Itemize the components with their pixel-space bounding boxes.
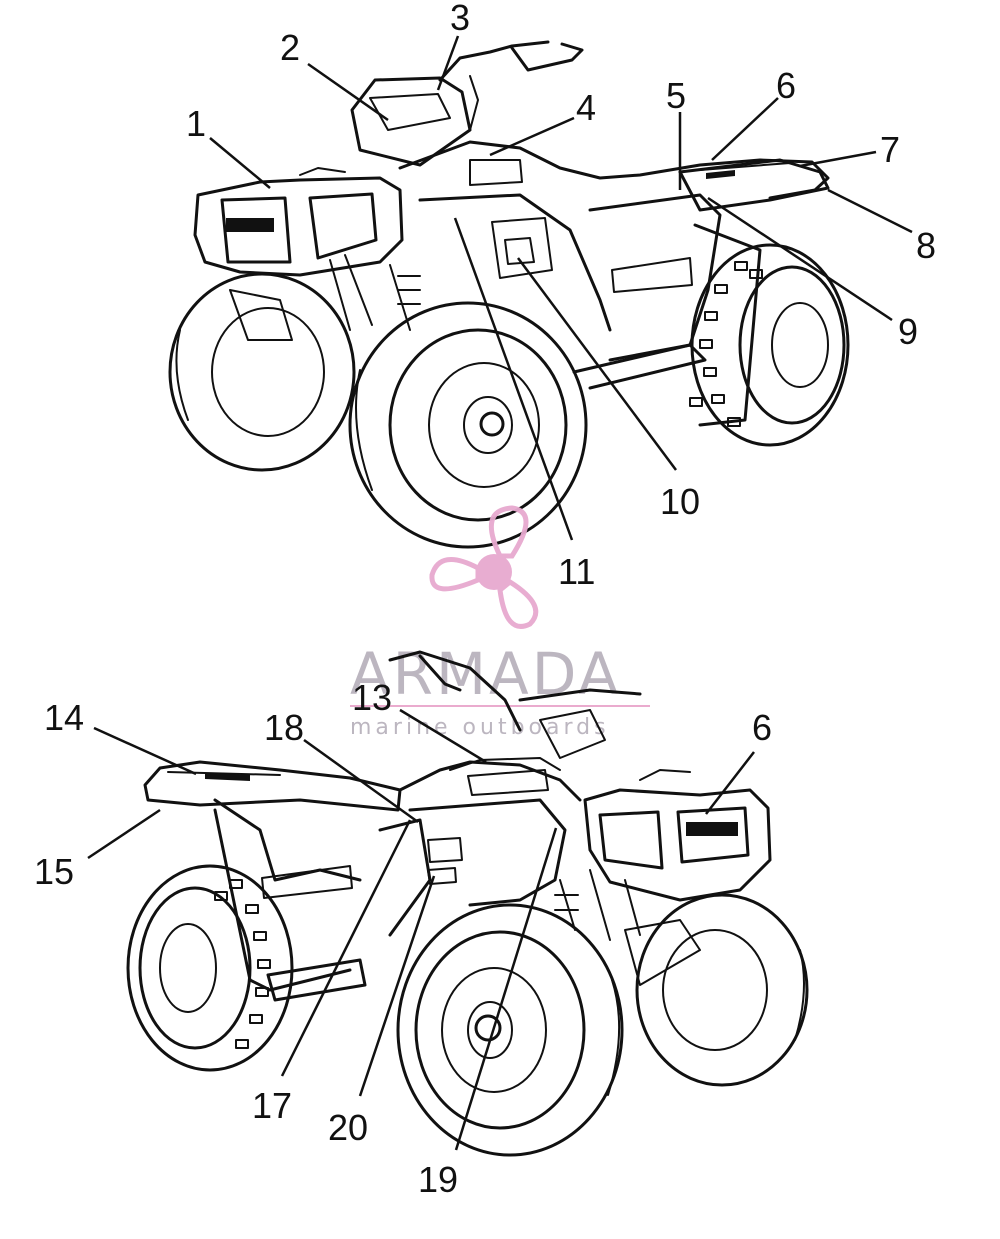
front-rack-bottom	[583, 769, 772, 986]
rear-left-wheel	[126, 864, 294, 1072]
callout-3: 3	[450, 0, 470, 38]
callout-19: 19	[418, 1159, 458, 1200]
atv-front-left-view	[168, 35, 913, 549]
front-suspension	[329, 254, 421, 331]
front-rack	[193, 167, 404, 341]
callout-17: 17	[252, 1085, 292, 1126]
callout-8: 8	[916, 225, 936, 266]
callout-7: 7	[880, 129, 900, 170]
leader-lines-top	[209, 35, 913, 541]
rear-rack	[678, 158, 830, 212]
watermark-tagline: marine outboards	[350, 715, 610, 740]
body-fuel-tank	[398, 140, 830, 427]
callout-1: 1	[186, 103, 206, 144]
watermark: ARMADA marine outboards	[350, 505, 650, 740]
front-left-wheel	[168, 272, 356, 472]
callout-6: 6	[776, 65, 796, 106]
rear-suspension-bottom	[554, 869, 641, 941]
callout-14: 14	[44, 697, 84, 738]
callout-5: 5	[666, 75, 686, 116]
rear-rack-bottom	[143, 760, 402, 812]
callout-11: 11	[558, 551, 595, 592]
callout-18: 18	[264, 707, 304, 748]
leader-lines-bottom	[87, 708, 755, 1151]
callout-labels-top: 1 2 3 4 5 6 7 8 9 10 11	[186, 0, 936, 592]
handlebar-bottom	[388, 650, 642, 759]
callout-9: 9	[898, 311, 918, 352]
watermark-brand: ARMADA	[350, 640, 621, 708]
callout-labels-bottom: 14 15 18 13 6 17 20 19	[34, 677, 772, 1200]
callout-2: 2	[280, 27, 300, 68]
callout-4: 4	[576, 87, 596, 128]
handlebar-pod	[350, 40, 584, 167]
front-right-wheel	[348, 301, 588, 549]
front-right-wheel-bottom	[635, 893, 809, 1087]
atv-rear-left-view	[87, 650, 809, 1157]
front-left-wheel-bottom	[396, 903, 624, 1157]
callout-20: 20	[328, 1107, 368, 1148]
propeller-icon	[429, 505, 539, 629]
callout-13: 13	[352, 677, 392, 718]
callout-15: 15	[34, 851, 74, 892]
callout-6-bottom: 6	[752, 707, 772, 748]
callout-10: 10	[660, 481, 700, 522]
body-bottom	[213, 757, 582, 1002]
